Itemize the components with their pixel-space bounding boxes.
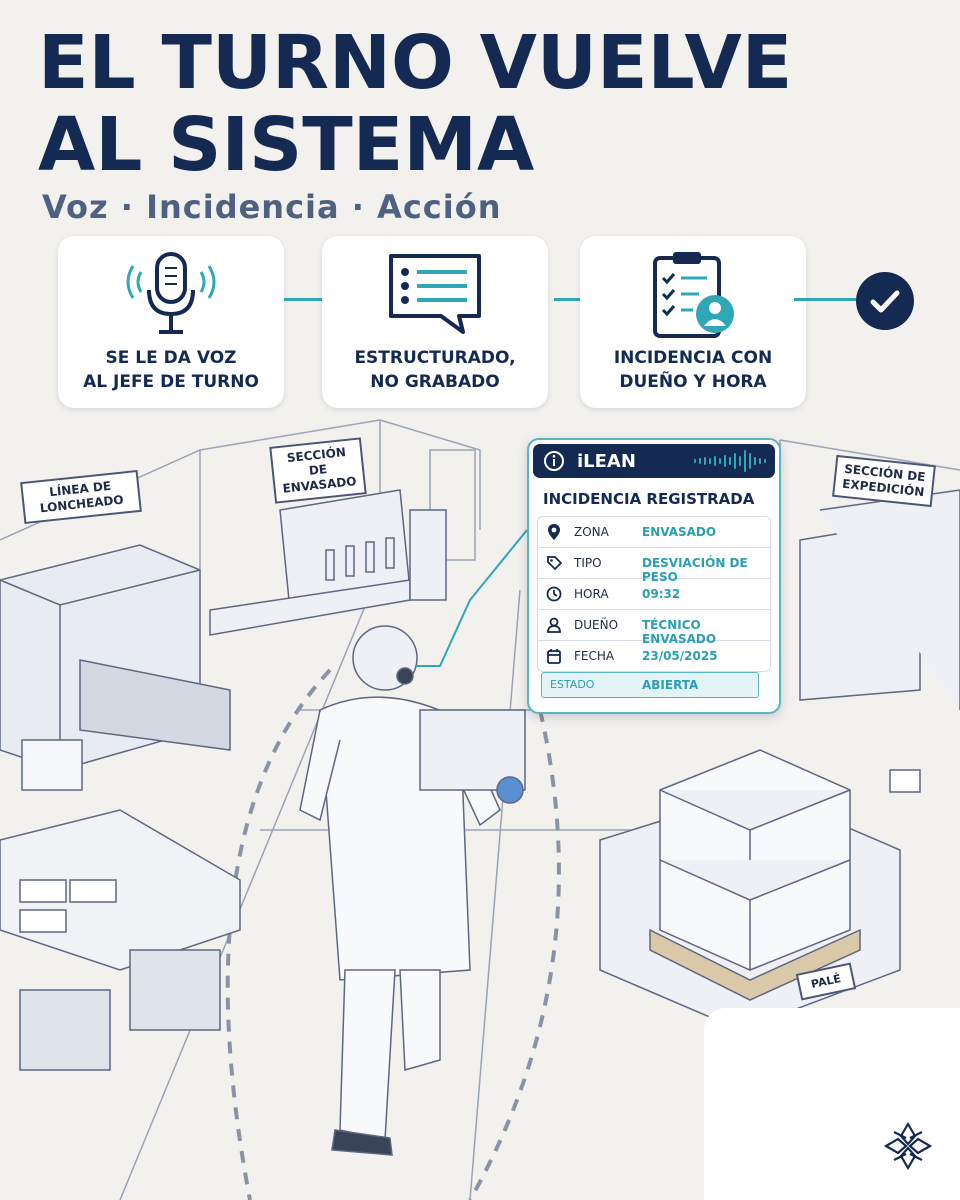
microphone-icon <box>58 250 284 340</box>
field-row-dueno: DUEÑO TÉCNICO ENVASADO <box>538 610 770 646</box>
step-label: SE LE DA VOZ AL JEFE DE TURNO <box>64 346 278 394</box>
connector-line <box>794 298 856 301</box>
calendar-icon <box>546 647 562 669</box>
field-value: TÉCNICO ENVASADO <box>642 618 717 646</box>
location-pin-icon <box>546 523 562 545</box>
card-header: iLEAN <box>533 444 775 478</box>
status-value: ABIERTA <box>642 678 699 692</box>
field-value: DESVIACIÓN DE PESO <box>642 556 748 584</box>
incident-fields: ZONA ENVASADO TIPO DESVIACIÓN DE PESO HO… <box>537 516 771 672</box>
step-label-line: NO GRABADO <box>370 372 500 392</box>
step-card-voice: SE LE DA VOZ AL JEFE DE TURNO <box>58 236 284 408</box>
field-row-fecha: FECHA 23/05/2025 <box>538 641 770 671</box>
field-value: 09:32 <box>642 587 681 601</box>
step-label-line: DUEÑO Y HORA <box>619 372 767 392</box>
step-label-line: SE LE DA VOZ <box>105 348 237 368</box>
step-card-structured: ESTRUCTURADO, NO GRABADO <box>322 236 548 408</box>
field-value: 23/05/2025 <box>642 649 718 663</box>
step-label: ESTRUCTURADO, NO GRABADO <box>328 346 542 394</box>
factory-illustration <box>0 419 960 1200</box>
step-card-incident: INCIDENCIA CON DUEÑO Y HORA <box>580 236 806 408</box>
waveform-icon <box>693 449 773 477</box>
checkmark-icon <box>856 272 914 330</box>
field-row-hora: HORA 09:32 <box>538 579 770 610</box>
card-brand: iLEAN <box>577 451 636 472</box>
incident-card: iLEAN INCIDENCIA REGISTRADA ZONA ENVASAD… <box>527 438 781 714</box>
field-row-zona: ZONA ENVASADO <box>538 517 770 548</box>
clock-icon <box>546 585 562 607</box>
status-key: ESTADO <box>550 678 595 691</box>
info-icon <box>543 450 565 476</box>
title-line-2: AL SISTEMA <box>38 102 535 188</box>
field-key: TIPO <box>574 556 602 570</box>
field-key: HORA <box>574 587 609 601</box>
field-key: DUEÑO <box>574 618 619 632</box>
tag-icon <box>546 554 563 576</box>
clipboard-person-icon <box>580 250 806 340</box>
step-label-line: AL JEFE DE TURNO <box>83 372 259 392</box>
sign-envasado: SECCIÓN DE ENVASADO <box>269 437 367 504</box>
chat-list-icon <box>322 250 548 340</box>
field-key: ZONA <box>574 525 609 539</box>
step-label: INCIDENCIA CON DUEÑO Y HORA <box>586 346 800 394</box>
subtitle: Voz · Incidencia · Acción <box>42 188 502 226</box>
connector-line <box>284 298 322 301</box>
field-key: FECHA <box>574 649 615 663</box>
corner-panel <box>704 1008 960 1200</box>
field-row-tipo: TIPO DESVIACIÓN DE PESO <box>538 548 770 584</box>
page-title: EL TURNO VUELVE AL SISTEMA <box>38 22 792 186</box>
card-title: INCIDENCIA REGISTRADA <box>543 490 755 508</box>
field-value: ENVASADO <box>642 525 717 539</box>
step-label-line: ESTRUCTURADO, <box>354 348 516 368</box>
connector-line <box>554 298 580 301</box>
title-line-1: EL TURNO VUELVE <box>38 20 793 106</box>
step-label-line: INCIDENCIA CON <box>613 348 773 368</box>
flower-logo-icon <box>880 1118 936 1178</box>
status-badge: ESTADO ABIERTA <box>541 672 759 698</box>
person-icon <box>546 616 562 638</box>
